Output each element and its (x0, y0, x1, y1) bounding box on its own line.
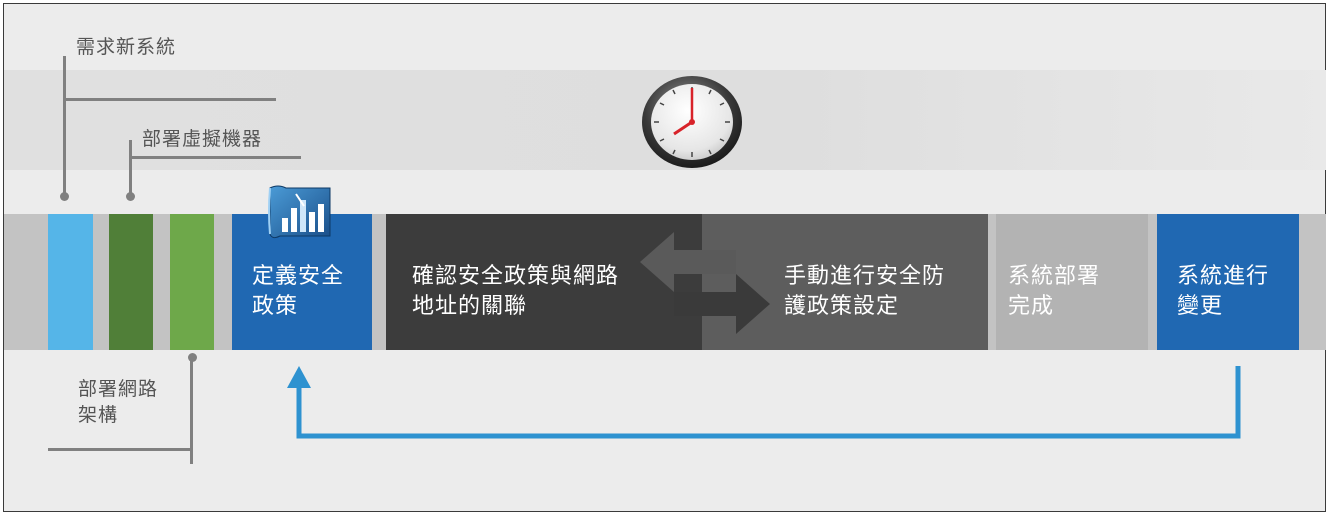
label-deploy-network: 部署網路 架構 (78, 376, 158, 428)
step-deploy-done: 系統部署 完成 (996, 214, 1148, 350)
label-new-system: 需求新系統 (76, 36, 177, 58)
bar-new-system (48, 214, 93, 350)
step-define-policy-line2: 政策 (252, 294, 299, 319)
step-confirm-line1: 確認安全政策與網路 (412, 264, 620, 289)
step-manual-line2: 護政策設定 (784, 294, 900, 319)
step-confirm-line2: 地址的關聯 (412, 294, 528, 319)
label-deploy-network-line2: 架構 (78, 404, 119, 426)
step-deploy-done-line1: 系統部署 (1008, 264, 1101, 289)
bar-deploy-vm (109, 214, 153, 350)
leader-deploy-network (190, 358, 193, 464)
label-deploy-vm: 部署虛擬機器 (142, 128, 263, 150)
bar-deploy-network (170, 214, 214, 350)
policy-document-icon (268, 185, 331, 239)
leader-new-system-dot (60, 192, 69, 201)
step-system-change-line2: 變更 (1177, 294, 1224, 319)
step-confirm-association: 確認安全政策與網路 地址的關聯 (386, 214, 702, 350)
step-deploy-done-line2: 完成 (1008, 294, 1055, 319)
step-manual-line1: 手動進行安全防 (784, 264, 946, 289)
leader-new-system (63, 56, 66, 194)
leader-deploy-vm-h (129, 156, 301, 159)
leader-new-system-h (63, 98, 276, 101)
leader-deploy-vm (129, 140, 132, 194)
step-define-policy: 定義安全 政策 (232, 214, 372, 350)
leader-deploy-network-dot (188, 353, 197, 362)
step-system-change: 系統進行 變更 (1157, 214, 1299, 350)
clock-icon (642, 76, 742, 168)
leader-deploy-network-h (48, 448, 193, 451)
bidirectional-arrow-icon (640, 232, 770, 334)
leader-deploy-vm-dot (126, 192, 135, 201)
step-manual-setup: 手動進行安全防 護政策設定 (702, 214, 988, 350)
step-system-change-line1: 系統進行 (1177, 264, 1270, 289)
step-define-policy-line1: 定義安全 (252, 264, 345, 289)
label-deploy-network-line1: 部署網路 (78, 378, 159, 400)
